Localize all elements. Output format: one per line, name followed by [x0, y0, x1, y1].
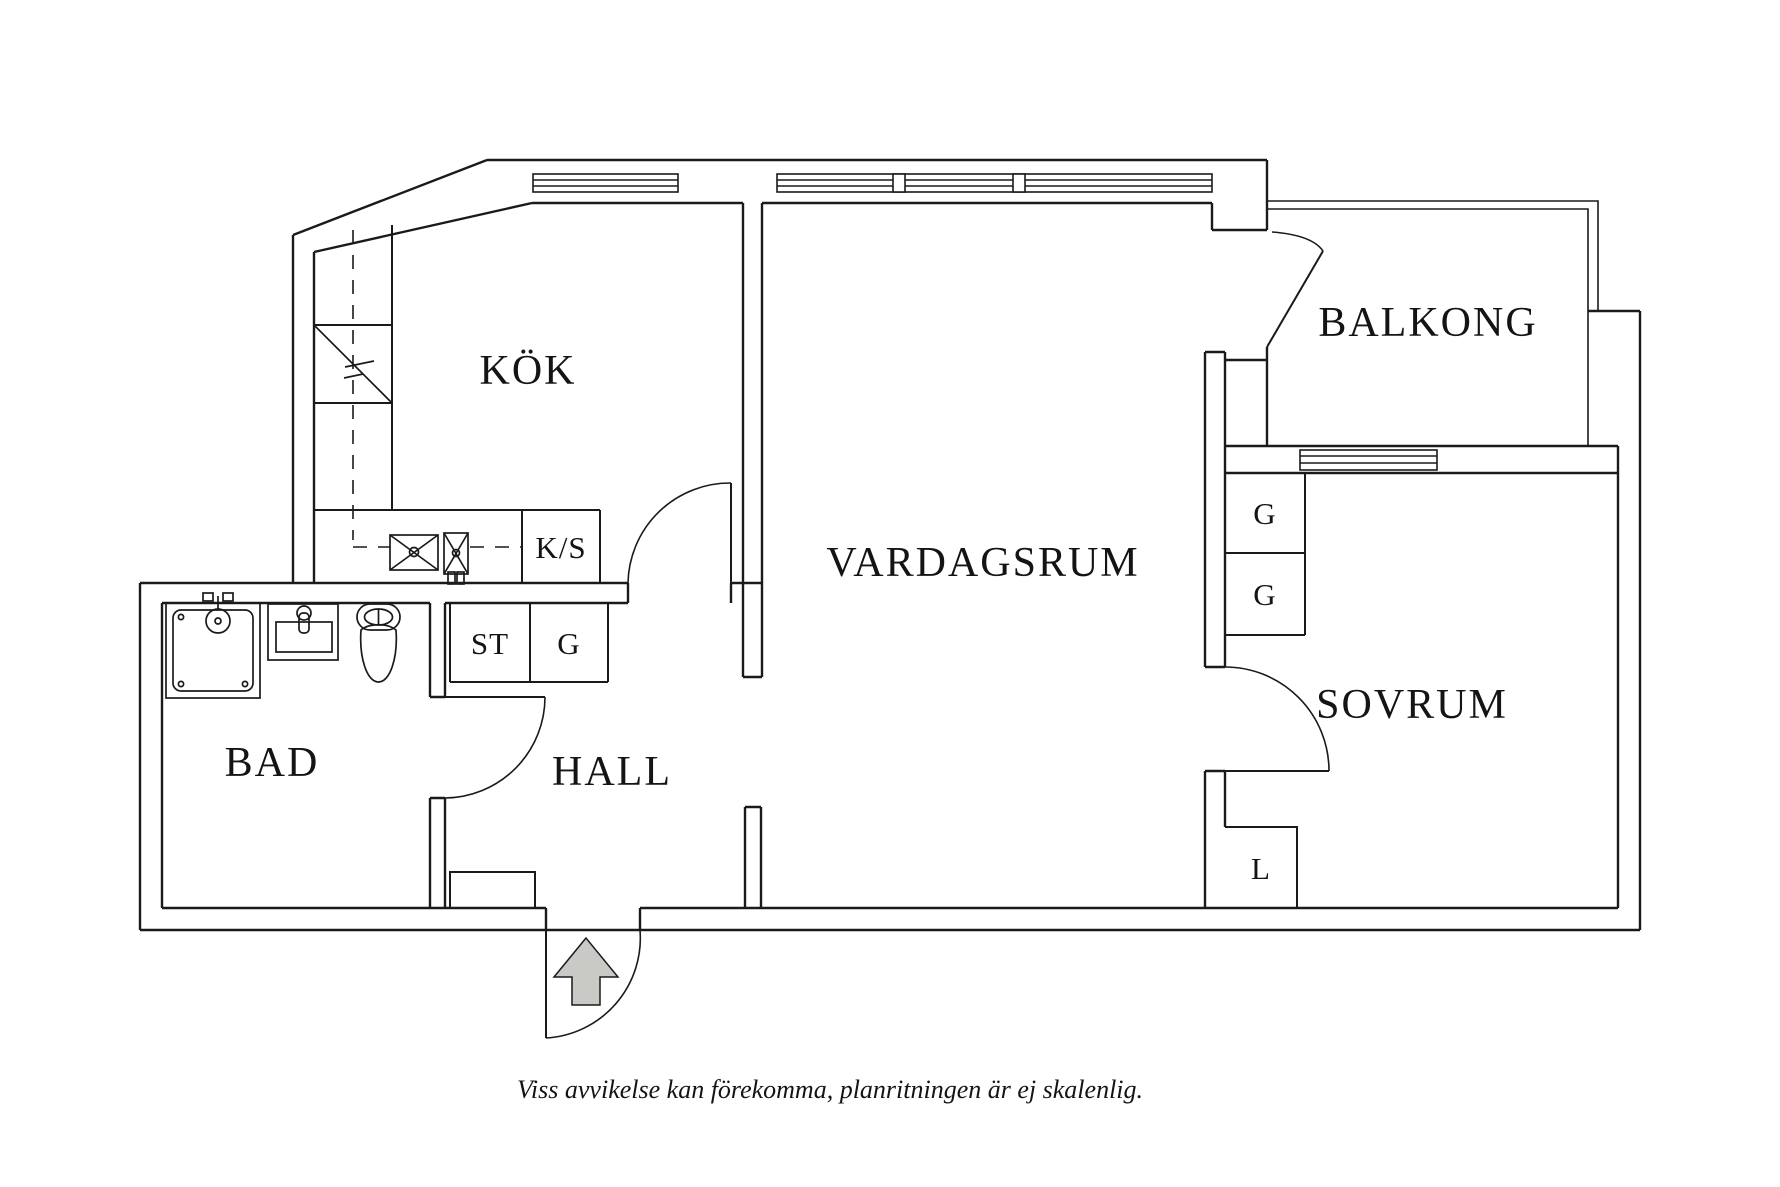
room-label-vardagsrum: VARDAGSRUM — [826, 540, 1139, 586]
livingroom-window — [776, 173, 1213, 193]
closet-label-g-hall: G — [557, 626, 580, 661]
bedroom-closets — [1225, 473, 1306, 908]
interior-walls — [428, 203, 1618, 908]
entry-door-swing — [545, 929, 642, 1039]
disclaimer-caption: Viss avvikelse kan förekomma, planritnin… — [517, 1075, 1143, 1104]
room-label-sovrum: SOVRUM — [1316, 682, 1508, 728]
balcony-door-swing — [1266, 231, 1324, 348]
closet-label-g-sovrum-2: G — [1253, 577, 1276, 612]
room-label-kok: KÖK — [480, 348, 577, 394]
closet-label-st: ST — [471, 626, 509, 661]
plan-labels: KÖK VARDAGSRUM BALKONG SOVRUM BAD HALL K… — [225, 300, 1537, 1104]
kitchen-door-swing — [627, 482, 732, 584]
cabinet-dashed-lines — [352, 230, 522, 548]
kitchen-window — [532, 173, 679, 193]
room-label-bad: BAD — [225, 740, 320, 786]
sink-symbol — [443, 532, 469, 585]
toilet-fixture — [356, 603, 401, 683]
bath-door-swing — [444, 696, 546, 799]
closet-label-g-sovrum-1: G — [1253, 496, 1276, 531]
washbasin-fixture — [267, 603, 339, 661]
hall-cabinet — [449, 871, 536, 908]
shower-fixture — [165, 592, 261, 699]
closet-label-l: L — [1251, 851, 1271, 886]
closet-label-ks: K/S — [535, 530, 586, 565]
kitchen-counter — [314, 225, 601, 583]
balcony-railing — [1267, 200, 1599, 446]
room-label-balkong: BALKONG — [1318, 300, 1537, 346]
exterior-walls — [138, 158, 1642, 932]
room-label-hall: HALL — [552, 749, 672, 795]
bedroom-balcony-window — [1299, 449, 1438, 471]
plan-linework — [138, 158, 1642, 1039]
bedroom-door-swing — [1224, 666, 1330, 772]
entry-arrow-icon — [552, 936, 620, 1006]
stove-symbol — [389, 534, 439, 571]
hall-closets — [449, 603, 609, 683]
